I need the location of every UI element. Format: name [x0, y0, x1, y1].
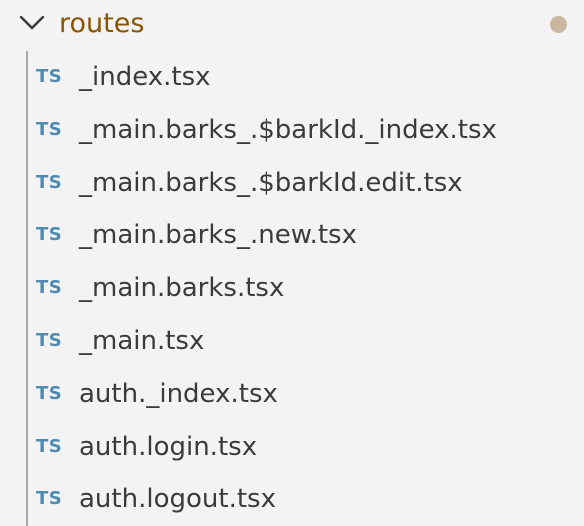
file-list: TS _index.tsx TS _main.barks_.$barkId._i… — [0, 51, 584, 526]
file-name: _main.barks_.$barkId._index.tsx — [79, 114, 497, 145]
typescript-file-icon: TS — [36, 277, 63, 299]
file-item[interactable]: TS _main.barks_.$barkId._index.tsx — [0, 104, 584, 157]
file-name: auth.logout.tsx — [79, 484, 276, 515]
file-name: _index.tsx — [79, 62, 211, 92]
file-name: auth._index.tsx — [79, 378, 278, 409]
file-item[interactable]: TS _main.barks_.$barkId.edit.tsx — [0, 157, 584, 210]
modified-indicator-dot — [550, 16, 567, 33]
typescript-file-icon: TS — [36, 488, 63, 510]
indent-guide — [26, 51, 28, 526]
file-name: _main.barks.tsx — [79, 273, 285, 304]
file-item[interactable]: TS auth.login.tsx — [0, 421, 584, 474]
file-name: _main.barks_.new.tsx — [79, 220, 357, 251]
typescript-file-icon: TS — [36, 382, 63, 404]
typescript-file-icon: TS — [36, 118, 63, 140]
folder-label: routes — [59, 8, 145, 39]
typescript-file-icon: TS — [36, 224, 63, 246]
file-name: _main.barks_.$barkId.edit.tsx — [79, 167, 463, 198]
file-item[interactable]: TS _index.tsx — [0, 51, 584, 104]
file-item[interactable]: TS auth._index.tsx — [0, 368, 584, 421]
file-name: auth.login.tsx — [79, 431, 258, 462]
folder-row-routes[interactable]: routes — [0, 0, 584, 50]
file-item[interactable]: TS auth.logout.tsx — [0, 473, 584, 526]
chevron-down-icon[interactable] — [19, 14, 45, 32]
typescript-file-icon: TS — [36, 435, 63, 457]
file-item[interactable]: TS _main.barks_.new.tsx — [0, 209, 584, 262]
file-name: _main.tsx — [79, 325, 205, 356]
typescript-file-icon: TS — [36, 66, 63, 87]
typescript-file-icon: TS — [36, 171, 63, 193]
file-item[interactable]: TS _main.barks.tsx — [0, 262, 584, 315]
file-item[interactable]: TS _main.tsx — [0, 315, 584, 368]
typescript-file-icon: TS — [36, 329, 63, 351]
